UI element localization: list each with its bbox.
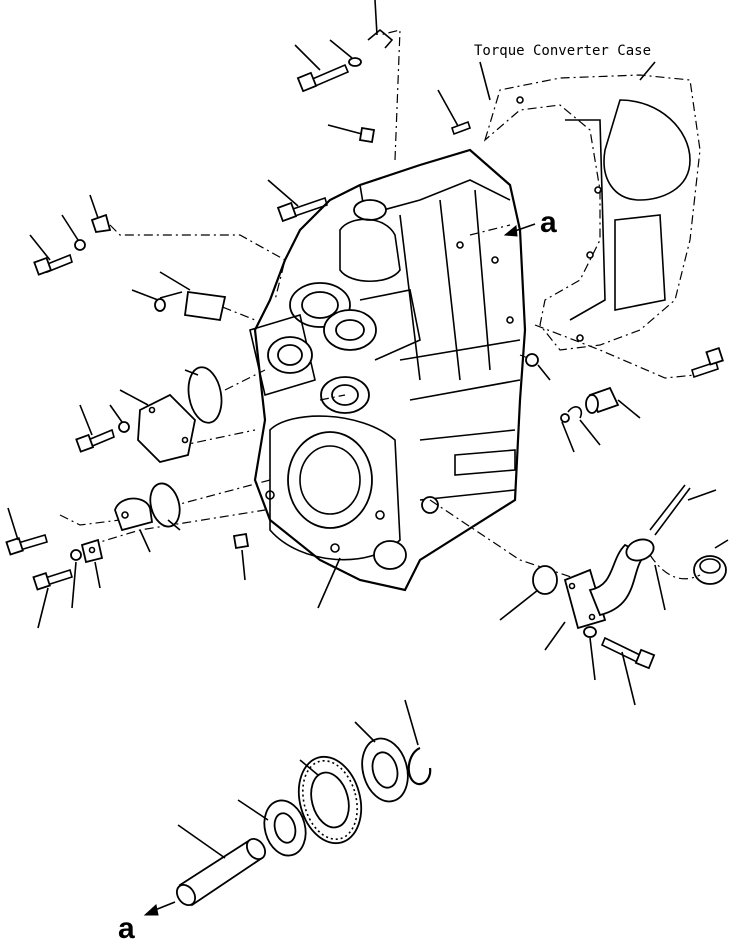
breather-plug: [585, 386, 641, 419]
ref-arrow-a-top: a: [503, 206, 557, 239]
bracket-left: [80, 538, 104, 589]
bolt-left-2: [75, 404, 115, 453]
plug-top: [327, 124, 376, 144]
case-leader: [479, 61, 656, 101]
bolt-pipe: [600, 636, 656, 706]
clip-left: [89, 194, 112, 233]
bolt-left-1: [29, 234, 73, 276]
torque-converter-case-label: Torque Converter Case: [474, 43, 651, 59]
plug-lower: [232, 532, 250, 581]
ref-label-a-bottom: a: [118, 912, 135, 940]
leader-case: [317, 557, 341, 609]
transmission-case: [249, 148, 527, 592]
dipstick: [649, 484, 717, 536]
nameplate: [159, 271, 227, 322]
o-ring-1: [184, 366, 223, 424]
ref-label-a-top: a: [540, 206, 557, 239]
washer-left-3: [70, 549, 82, 609]
half-cover: [114, 497, 154, 553]
small-washer-right: [560, 413, 575, 453]
clip-top: [367, 0, 394, 49]
gear: [297, 755, 363, 845]
oil-filler-pipe: [588, 538, 666, 617]
oil-filler-flange: [544, 568, 607, 651]
cover-plate: [119, 389, 196, 463]
bolt-left-4: [32, 568, 73, 629]
filler-cap: [649, 539, 729, 585]
washer-pipe: [583, 626, 597, 681]
ref-arrow-a-bottom: a: [118, 901, 176, 940]
bolt-upper-left: [267, 179, 328, 223]
o-ring-oil: [499, 565, 558, 621]
bearing-right: [354, 721, 409, 803]
screw-left: [131, 289, 183, 312]
washer-left-2: [109, 404, 130, 433]
shaft-sleeve: [176, 824, 266, 907]
snap-ring: [404, 699, 432, 786]
washer-top: [329, 39, 362, 67]
washer-left-1: [61, 214, 86, 251]
snap-clip-right: [567, 406, 601, 446]
dowel-pin: [437, 89, 472, 136]
bolt-right: [691, 346, 724, 379]
o-ring-right: [525, 353, 551, 381]
o-ring-2: [149, 482, 181, 531]
torque-converter-case: [483, 74, 701, 351]
bearing-left: [237, 799, 307, 857]
bolt-left-3: [5, 507, 48, 556]
bolt-top-left: [294, 44, 350, 93]
